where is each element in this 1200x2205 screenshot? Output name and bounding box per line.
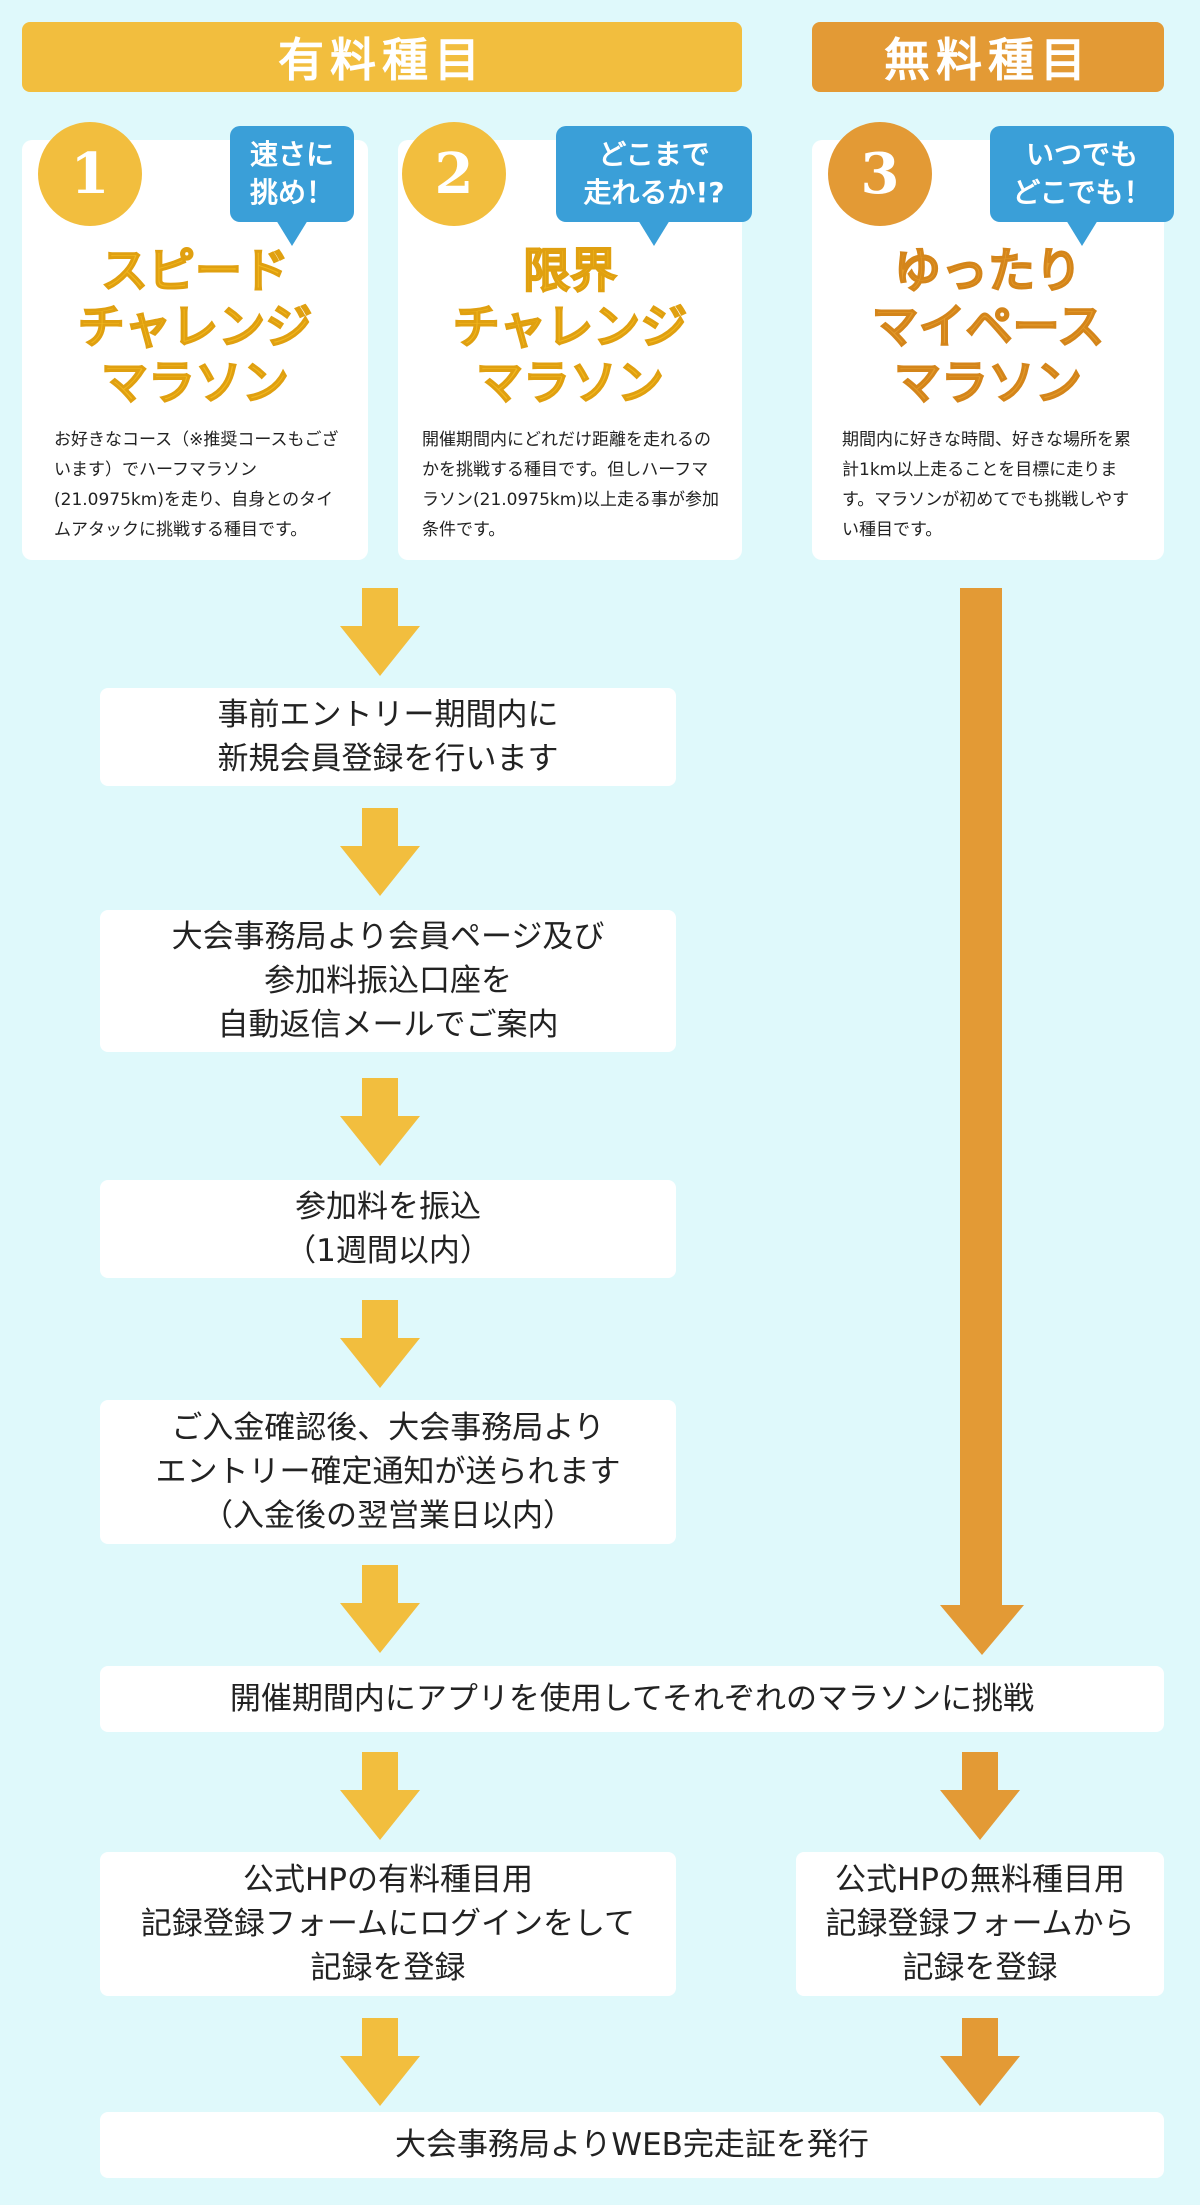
category-description: お好きなコース（※推奨コースもございます）でハーフマラソン(21.0975km)… xyxy=(54,430,339,540)
category-number-badge: 1 xyxy=(38,122,142,226)
step-paid-record-registration: 公式HPの有料種目用 記録登録フォームにログインをして 記録を登録 xyxy=(100,1852,676,1996)
category-number-badge: 2 xyxy=(402,122,506,226)
free-flow-long-arrow-stem xyxy=(960,588,1002,1608)
flow-arrow xyxy=(340,1565,420,1655)
flow-arrow xyxy=(340,1752,420,1842)
step-entry-confirmation: ご入金確認後、大会事務局より エントリー確定通知が送られます （入金後の翌営業日… xyxy=(100,1400,676,1544)
step-marathon-challenge: 開催期間内にアプリを使用してそれぞれのマラソンに挑戦 xyxy=(100,1666,1164,1732)
free-category-header: 無料種目 xyxy=(812,22,1164,92)
step-member-page-guidance: 大会事務局より会員ページ及び 参加料振込口座を 自動返信メールでご案内 xyxy=(100,910,676,1052)
step-free-record-registration: 公式HPの無料種目用 記録登録フォームから 記録を登録 xyxy=(796,1852,1164,1996)
flow-arrow xyxy=(340,1300,420,1390)
flow-arrow xyxy=(340,808,420,898)
category-title: スピード チャレンジ マラソン xyxy=(77,243,313,412)
flow-arrow xyxy=(940,1752,1020,1842)
category-title: ゆったり マイペース マラソン xyxy=(871,243,1105,412)
category-title: 限界 チャレンジ マラソン xyxy=(452,243,688,412)
flow-arrow xyxy=(940,2018,1020,2108)
flow-arrow xyxy=(340,1078,420,1168)
speech-bubble: どこまで 走れるか!? xyxy=(556,126,752,246)
free-flow-long-arrow-head xyxy=(940,1605,1024,1655)
step-certificate-issuance: 大会事務局よりWEB完走証を発行 xyxy=(100,2112,1164,2178)
speech-bubble: いつでも どこでも！ xyxy=(990,126,1174,246)
category-description: 開催期間内にどれだけ距離を走れるのかを挑戦する種目です。但しハーフマラソン(21… xyxy=(422,430,719,540)
category-number-badge: 3 xyxy=(828,122,932,226)
flow-arrow xyxy=(340,588,420,678)
step-fee-payment: 参加料を振込 （1週間以内） xyxy=(100,1180,676,1278)
step-member-registration: 事前エントリー期間内に 新規会員登録を行います xyxy=(100,688,676,786)
flow-arrow xyxy=(340,2018,420,2108)
speech-bubble: 速さに 挑め！ xyxy=(230,126,354,246)
category-description: 期間内に好きな時間、好きな場所を累計1km以上走ることを目標に走ります。マラソン… xyxy=(842,430,1131,540)
paid-category-header: 有料種目 xyxy=(22,22,742,92)
